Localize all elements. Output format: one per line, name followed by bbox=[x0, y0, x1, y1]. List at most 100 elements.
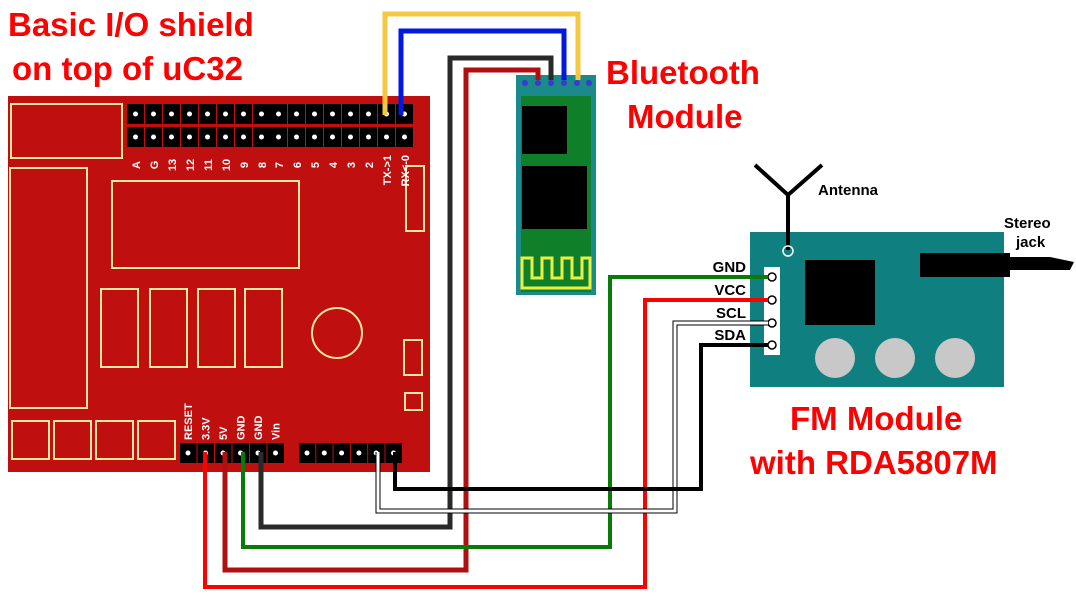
header-pin-hole bbox=[384, 134, 389, 140]
stereo-jack-label-line1: Stereo bbox=[1004, 215, 1051, 232]
header-pin-hole bbox=[205, 134, 210, 140]
wire-black-fm-sda bbox=[393, 343, 768, 491]
top-pin-label: 9 bbox=[239, 162, 251, 168]
wire-white-scl bbox=[376, 321, 768, 513]
top-pin-label: 7 bbox=[274, 162, 286, 168]
header-pin-hole bbox=[133, 111, 138, 117]
fm-pin-label-vcc: VCC bbox=[714, 282, 746, 299]
header-pin-hole bbox=[312, 111, 317, 117]
header-pin-hole bbox=[330, 134, 335, 140]
top-pin-label: 8 bbox=[257, 162, 269, 168]
power-pin-labels: RESET 3.3V 5V GND GND Vin bbox=[183, 403, 283, 440]
header-pin-hole bbox=[223, 111, 228, 117]
header-pin-hole bbox=[348, 134, 353, 140]
header-pin-hole bbox=[348, 111, 353, 117]
power-header-pin-hole bbox=[273, 450, 278, 456]
fm-chip bbox=[805, 260, 875, 325]
top-pin-label: 6 bbox=[292, 162, 304, 168]
header-pin-hole bbox=[402, 134, 407, 140]
wire-blue-rx bbox=[398, 28, 567, 115]
fm-pin-strip bbox=[764, 267, 780, 355]
header-pin-hole bbox=[187, 134, 192, 140]
header-pin-hole bbox=[187, 111, 192, 117]
header-pin-hole bbox=[259, 134, 264, 140]
wires bbox=[203, 11, 768, 589]
top-pin-label: 12 bbox=[185, 159, 197, 171]
header-pin-hole bbox=[151, 111, 156, 117]
wire-green-fm-gnd bbox=[241, 275, 768, 549]
top-pin-headers bbox=[127, 104, 413, 147]
fm-title-line2: with RDA5807M bbox=[749, 444, 998, 481]
header-pin-hole bbox=[276, 111, 281, 117]
shield-board bbox=[8, 96, 430, 472]
fm-pin-label-scl: SCL bbox=[716, 305, 746, 322]
wire-black-bt-gnd bbox=[258, 55, 554, 530]
header-pin-hole bbox=[330, 111, 335, 117]
analog-header-pin-hole bbox=[339, 450, 345, 456]
power-pin-label: 3.3V bbox=[201, 417, 213, 440]
bluetooth-title-line2: Module bbox=[627, 98, 742, 135]
header-pin-hole bbox=[169, 134, 174, 140]
bluetooth-antenna-trace bbox=[520, 256, 592, 290]
stereo-jack-body bbox=[920, 253, 1010, 277]
top-pin-label: G bbox=[149, 161, 161, 170]
bluetooth-module bbox=[516, 75, 596, 295]
top-pin-label: 2 bbox=[364, 162, 376, 168]
top-pin-label: TX->1 bbox=[382, 155, 394, 185]
stereo-jack-plug bbox=[1006, 257, 1074, 270]
header-pin-hole bbox=[241, 111, 246, 117]
bluetooth-title-line1: Bluetooth bbox=[606, 54, 760, 91]
bluetooth-chip-large bbox=[522, 166, 587, 229]
header-pin-hole bbox=[259, 111, 264, 117]
antenna-icon bbox=[753, 163, 824, 257]
header-pin-hole bbox=[241, 134, 246, 140]
fm-pin-label-sda: SDA bbox=[714, 327, 746, 344]
analog-header-pin-hole bbox=[304, 450, 310, 456]
antenna-label: Antenna bbox=[818, 182, 879, 199]
header-pin-hole bbox=[276, 134, 281, 140]
top-pin-label: 3 bbox=[346, 162, 358, 168]
header-pin-hole bbox=[133, 134, 138, 140]
power-header-pin-hole bbox=[185, 450, 191, 456]
header-pin-hole bbox=[366, 134, 371, 140]
top-pin-label: 11 bbox=[203, 159, 215, 171]
top-pin-label: 10 bbox=[221, 159, 233, 171]
wire-red-fm-vcc bbox=[203, 298, 768, 589]
power-pin-label: RESET bbox=[183, 403, 195, 440]
header-pin-hole bbox=[223, 134, 228, 140]
header-pin-hole bbox=[205, 111, 210, 117]
header-pin-hole bbox=[366, 111, 371, 117]
header-pin-hole bbox=[312, 134, 317, 140]
stereo-jack-label-line2: jack bbox=[1015, 234, 1046, 251]
bluetooth-chip-small bbox=[522, 106, 567, 154]
power-pin-label: GND bbox=[253, 416, 265, 441]
shield-title-line2: on top of uC32 bbox=[12, 50, 243, 87]
wire-yellow-tx bbox=[382, 11, 581, 115]
top-pin-label: 13 bbox=[167, 159, 179, 171]
fm-knob-2 bbox=[875, 338, 915, 378]
wire-white-scl-outline bbox=[375, 320, 768, 514]
fm-module bbox=[750, 163, 1074, 387]
top-pin-label: 5 bbox=[310, 162, 322, 168]
header-pin-hole bbox=[294, 134, 299, 140]
header-pin-hole bbox=[294, 111, 299, 117]
top-pin-label: A bbox=[131, 161, 143, 169]
wire-darkred-bt-vcc bbox=[222, 67, 541, 573]
analog-header-pin-hole bbox=[321, 450, 327, 456]
power-pin-label: GND bbox=[236, 416, 248, 441]
header-pin-hole bbox=[151, 134, 156, 140]
shield-silkscreen bbox=[9, 103, 425, 460]
fm-knob-1 bbox=[815, 338, 855, 378]
top-pin-label: 4 bbox=[328, 161, 340, 168]
top-pin-label: RX<-0 bbox=[400, 155, 412, 187]
analog-header-pin-hole bbox=[356, 450, 362, 456]
power-pin-label: 5V bbox=[218, 426, 230, 440]
header-pin-hole bbox=[169, 111, 174, 117]
fm-title-line1: FM Module bbox=[790, 400, 962, 437]
fm-knob-3 bbox=[935, 338, 975, 378]
bluetooth-pins bbox=[522, 80, 592, 86]
power-pin-label: Vin bbox=[271, 423, 283, 440]
